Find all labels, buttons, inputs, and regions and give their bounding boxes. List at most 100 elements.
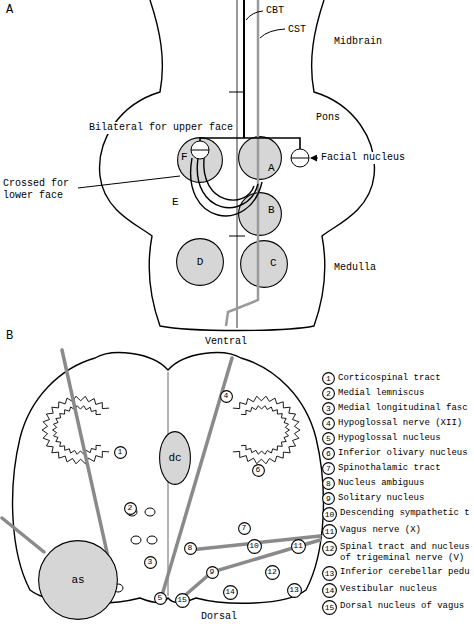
legend-circle-shape [323, 373, 335, 385]
node: 12Spinal tract and nucleus of trigeminal… [322, 541, 471, 564]
legend-text: Spinothalamic tract [338, 463, 441, 474]
legend-circle-shape [323, 584, 337, 598]
callout-number: 4 [224, 392, 229, 400]
node: C [240, 240, 288, 288]
node: 12 [265, 565, 280, 580]
node: 13Inferior cerebellar pedu [322, 566, 470, 581]
legend-circle: 2 [322, 387, 335, 400]
legend-number: 15 [325, 604, 335, 612]
node: D [176, 238, 224, 286]
node: 6 [252, 464, 265, 477]
legend-text: Vestibular nucleus [340, 584, 437, 595]
region-label: dc [168, 453, 181, 464]
node: 10Descending sympathetic t [322, 507, 470, 522]
legend-circle: 4 [322, 417, 335, 430]
sympathetic-tract [2, 518, 44, 552]
callout-number: 3 [148, 558, 153, 566]
callout-number: 6 [256, 466, 261, 474]
legend-number: 2 [326, 390, 331, 398]
node: 1 [114, 446, 127, 459]
olive-fold [42, 396, 109, 464]
lesion-oval-shape [39, 541, 118, 620]
node: 4 [220, 390, 233, 403]
legend-circle-shape [323, 478, 335, 490]
lesion-circle-outline [238, 136, 282, 180]
lesion-circle-outline [238, 192, 282, 236]
level-tick [229, 236, 245, 237]
callout-circle-shape [184, 542, 196, 554]
region-letter: C [270, 258, 277, 269]
legend-circle: 13 [322, 566, 337, 581]
legend-circle-shape [323, 403, 335, 415]
annotation-label: E [171, 196, 180, 209]
legend-circle: 11 [322, 524, 337, 539]
small-tract [145, 508, 155, 516]
callout-circle-shape [144, 556, 156, 568]
legend-circle: 8 [322, 477, 335, 490]
node: B [238, 192, 282, 236]
legend-circle-shape [323, 601, 337, 615]
callout-circle-shape [206, 566, 218, 578]
legend-circle: 12 [322, 541, 337, 556]
panel-letter: B [6, 330, 13, 344]
legend-number: 11 [325, 528, 335, 536]
legend-text: Nucleus ambiguus [338, 478, 424, 489]
callout-number: 13 [289, 586, 299, 594]
node: dc [159, 431, 191, 485]
node: as [38, 540, 118, 620]
callout-number: 8 [188, 544, 193, 552]
level-tick [229, 92, 245, 93]
brainstem-view [0, 0, 474, 340]
legend-circle: 6 [322, 447, 335, 460]
legend-circle-shape [323, 542, 337, 556]
leader-line [246, 11, 263, 20]
olive-fold [53, 406, 101, 455]
legend-circle: 3 [322, 402, 335, 415]
lesion-oval-shape [160, 432, 191, 485]
legend-circle-shape [323, 493, 335, 505]
legend-circle-shape [323, 388, 335, 400]
legend-number: 12 [325, 545, 335, 553]
legend-number: 7 [326, 465, 331, 473]
legend-text: Hypoglossal nucleus [338, 433, 441, 444]
olive-fold [241, 406, 289, 455]
legend-text: Hypoglossal nerve (XII) [338, 418, 462, 429]
legend-text: Inferior olivary nucleus [338, 448, 468, 459]
vagus-nerve [182, 540, 320, 598]
callout-circle-shape [114, 446, 126, 458]
legend-circle: 10 [322, 507, 337, 522]
legend-number: 6 [326, 450, 331, 458]
node: 4Hypoglossal nerve (XII) [322, 417, 462, 430]
callout-number: 12 [267, 568, 277, 576]
node: 11 [291, 539, 306, 554]
callout-number: 9 [210, 568, 215, 576]
node: 5Hypoglossal nucleus [322, 432, 441, 445]
legend-text: Descending sympathetic t [340, 508, 470, 519]
annotation-label: Medulla [334, 262, 376, 274]
legend-text: Inferior cerebellar pedu [340, 567, 470, 578]
annotation-label: Midbrain [334, 36, 382, 48]
node: F [177, 137, 223, 183]
legend-circle: 15 [322, 600, 337, 615]
legend-circle: 14 [322, 583, 337, 598]
annotation-label: Bilateral for upper face [88, 122, 234, 134]
legend-circle: 1 [322, 372, 335, 385]
callout-circle-shape [247, 539, 261, 553]
node: A [238, 136, 282, 180]
callout-number: 14 [225, 588, 235, 596]
legend-circle-shape [323, 433, 335, 445]
callout-circle-shape [265, 565, 279, 579]
node: 6 Inferior olivary nucleus [322, 447, 468, 460]
node: 10 [247, 539, 262, 554]
node: 8 [184, 542, 197, 555]
legend-circle-shape [323, 567, 337, 581]
annotation-label: CST [288, 24, 306, 36]
region-letter: F [181, 152, 188, 163]
node: 3 [144, 556, 157, 569]
region-letter: D [197, 257, 204, 268]
annotation-label: Ventral [205, 336, 247, 348]
node: 15Dorsal nucleus of vagus [322, 600, 464, 615]
callout-number: 1 [118, 448, 123, 456]
node: 1Corticospinal tract [322, 372, 441, 385]
